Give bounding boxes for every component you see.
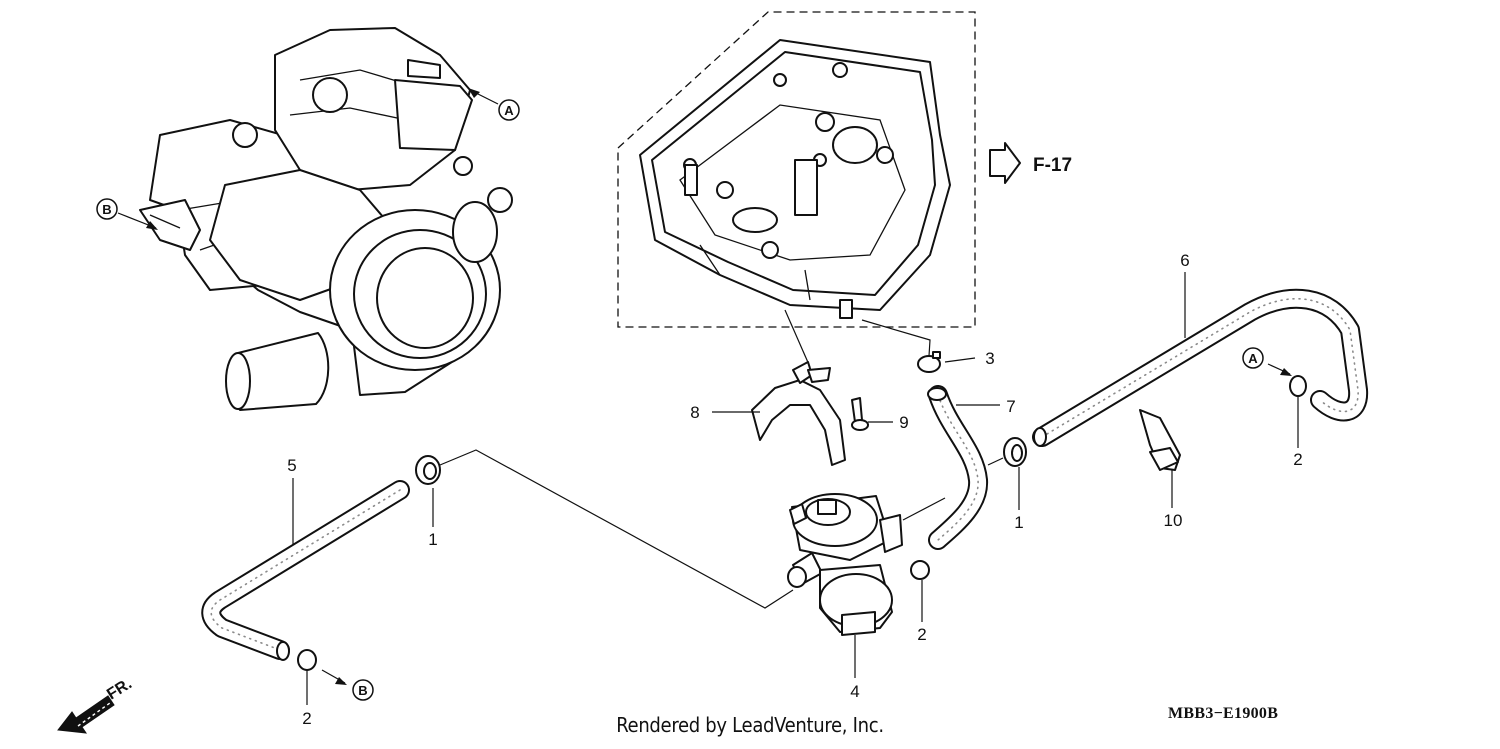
hose-5	[201, 480, 410, 661]
callout-1-right: 1	[1014, 513, 1023, 532]
clip-2-right	[1289, 375, 1307, 397]
hose-ref-b-label: B	[358, 683, 367, 698]
callout-6: 6	[1180, 251, 1189, 270]
hose-ref-a-label: A	[1248, 351, 1258, 366]
callout-8: 8	[690, 403, 699, 422]
clamp-1-left	[415, 455, 441, 485]
clip-2-mid	[910, 560, 930, 580]
diagram-code: MBB3−E1900B	[1168, 705, 1279, 722]
callout-3: 3	[985, 349, 994, 368]
clamp-1-right	[1003, 437, 1027, 467]
callout-2-right: 2	[1293, 450, 1302, 469]
clip-3	[917, 351, 941, 373]
callout-7: 7	[1006, 397, 1015, 416]
engine-ref-a-label: A	[504, 103, 514, 118]
callout-5: 5	[287, 456, 296, 475]
callout-10: 10	[1164, 511, 1183, 530]
hose-6	[1032, 288, 1369, 447]
callout-1-left: 1	[428, 530, 437, 549]
hose-7	[927, 385, 988, 550]
air-cut-valve	[787, 493, 903, 636]
bracket-8	[751, 361, 846, 466]
callout-2-left: 2	[302, 709, 311, 728]
fig-ref-label: F-17	[1033, 155, 1072, 176]
footer-credit: Rendered by LeadVenture, Inc.	[616, 713, 884, 737]
hose-ref-b: B	[321, 669, 374, 701]
hose-ref-a: A	[1242, 347, 1292, 376]
callout-leaders	[292, 272, 1299, 705]
screw-9	[851, 397, 869, 431]
callout-4: 4	[850, 682, 859, 701]
engine-illustration	[139, 27, 513, 411]
fig-ref-f17: F-17	[989, 142, 1072, 184]
callout-2-mid: 2	[917, 625, 926, 644]
connection-lines	[439, 309, 1004, 609]
clip-10	[1139, 409, 1181, 471]
engine-ref-a: A	[468, 88, 520, 121]
engine-ref-b-label: B	[102, 202, 111, 217]
air-cleaner-housing	[617, 11, 976, 328]
engine-ref-b: B	[96, 198, 158, 230]
callout-9: 9	[899, 413, 908, 432]
clip-2-left	[297, 649, 317, 671]
